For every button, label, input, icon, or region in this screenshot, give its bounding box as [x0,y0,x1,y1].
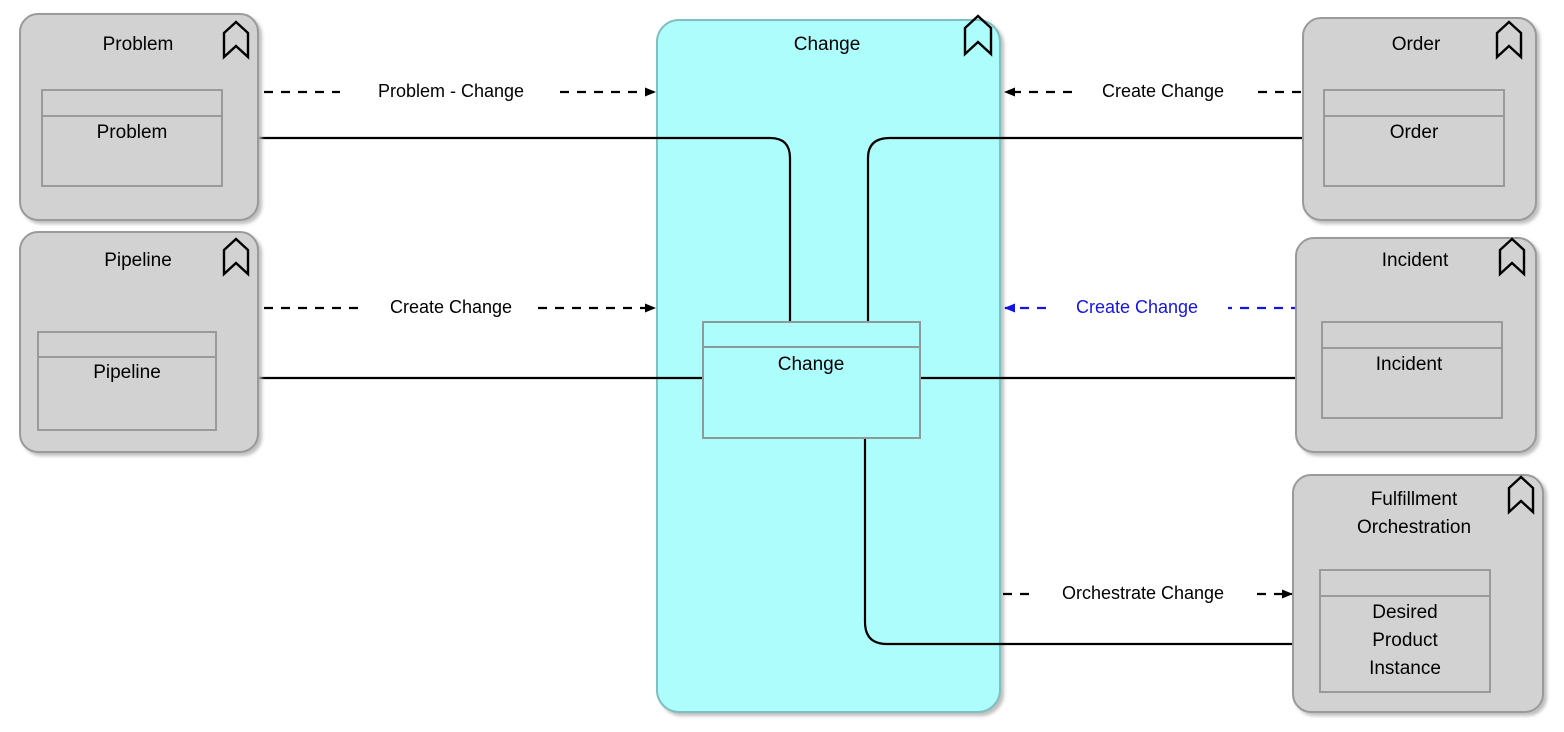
edge-order-create-change-label: Create Change [1102,81,1224,101]
edge-change-orchestrate-change[interactable]: Orchestrate Change [1003,583,1293,603]
element-order-label: Order [1390,122,1439,143]
edge-change-dpi-assoc[interactable] [863,438,1320,646]
edge-problem-change-assoc[interactable] [222,136,792,322]
element-problem-body[interactable] [41,89,223,187]
element-change-label: Change [778,354,845,375]
grouping-fulfillment-orchestration-title-line-2: Orchestration [1357,517,1471,538]
grouping-order-title: Order [1392,34,1441,55]
element-pipeline-label: Pipeline [93,362,161,383]
edge-order-create-change[interactable]: Create Change [1004,81,1301,101]
grouping-chevron-icon [222,20,250,60]
grouping-chevron-icon [1498,237,1526,277]
element-desired-product-instance-label-line-2: Product [1372,630,1438,651]
element-change-body[interactable] [702,321,921,439]
grouping-fulfillment-orchestration-title-line-1: Fulfillment [1371,489,1458,510]
grouping-change-title: Change [794,34,861,55]
edge-pipeline-create-change-label: Create Change [390,297,512,317]
element-incident-body[interactable] [1321,321,1503,419]
element-incident-label: Incident [1376,354,1443,375]
grouping-pipeline[interactable]: Pipeline Pipeline [19,231,259,453]
edge-incident-create-change-label: Create Change [1076,297,1198,317]
grouping-incident-title: Incident [1382,250,1449,271]
grouping-fulfillment-orchestration[interactable]: Fulfillment Orchestration Desired Produc… [1292,474,1544,713]
grouping-chevron-icon [222,237,250,277]
grouping-order[interactable]: Order Order [1302,17,1537,221]
grouping-problem[interactable]: Problem Problem [19,13,259,221]
element-desired-product-instance-body[interactable] [1319,569,1491,693]
grouping-problem-title: Problem [103,34,174,55]
element-change[interactable]: Change [702,321,921,439]
grouping-pipeline-title: Pipeline [104,250,172,271]
element-problem-label: Problem [97,122,168,143]
edge-order-change-assoc[interactable] [866,136,1324,322]
grouping-chevron-icon [1507,475,1535,515]
edge-problem-change-label: Problem - Change [378,81,524,101]
element-desired-product-instance-label-line-1: Desired [1372,602,1437,623]
grouping-chevron-icon [1495,20,1523,60]
grouping-incident[interactable]: Incident Incident [1295,237,1537,453]
edge-incident-create-change[interactable]: Create Change [1004,297,1300,317]
element-pipeline-body[interactable] [37,331,217,431]
grouping-chevron-icon [963,14,993,57]
edge-pipeline-create-change[interactable]: Create Change [264,297,656,317]
edge-change-orchestrate-change-label: Orchestrate Change [1062,583,1224,603]
element-desired-product-instance-label-line-3: Instance [1369,658,1441,679]
edge-problem-change[interactable]: Problem - Change [264,81,656,101]
element-order-body[interactable] [1323,89,1505,187]
